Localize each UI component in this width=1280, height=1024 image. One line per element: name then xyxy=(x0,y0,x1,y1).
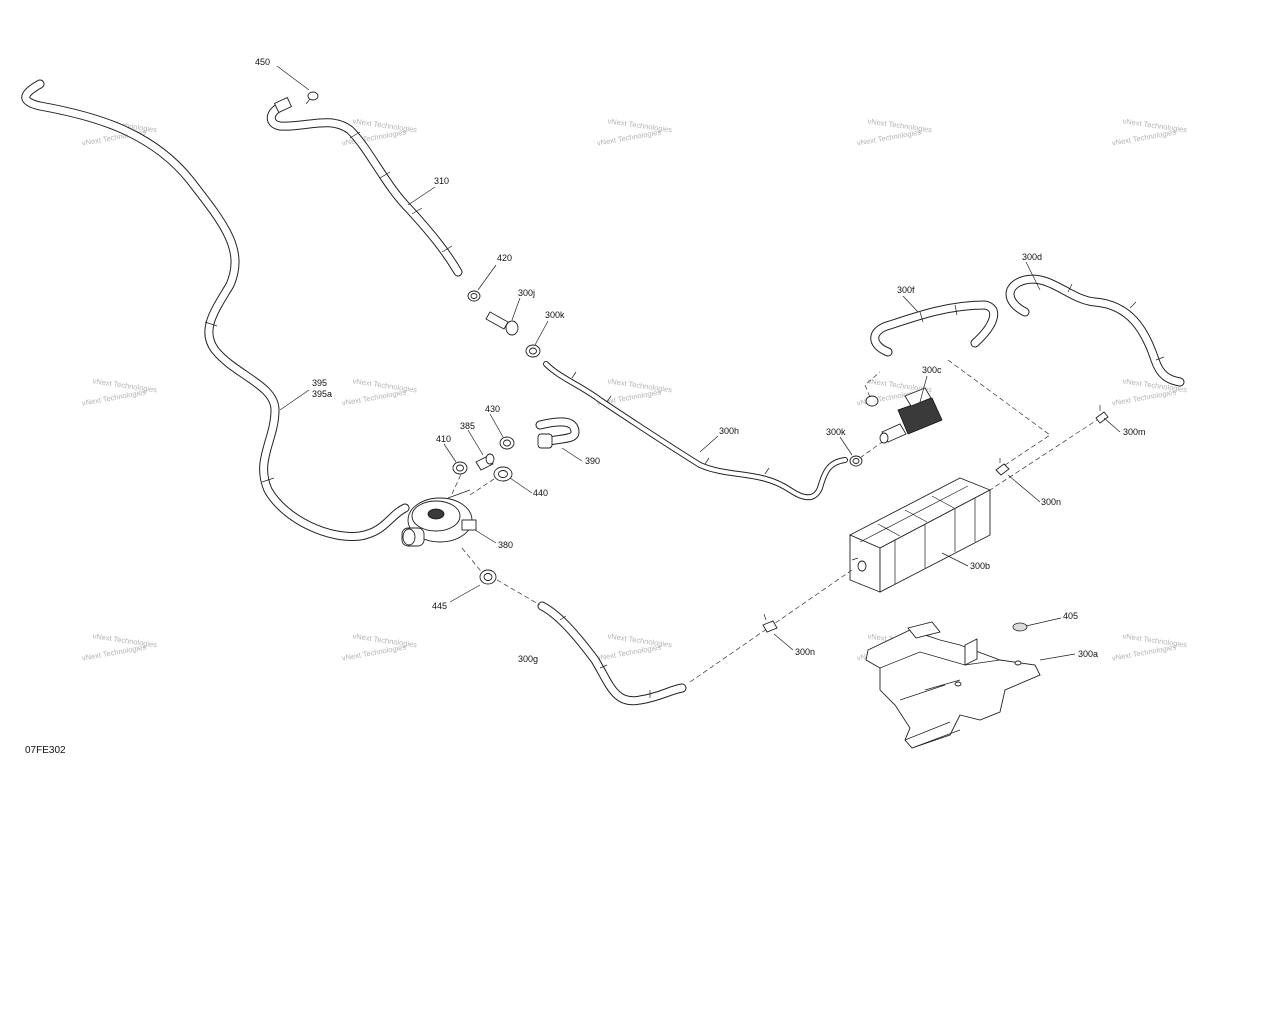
fitting-385 xyxy=(475,453,495,471)
watermark-text: vNext Technologies xyxy=(596,127,662,147)
callout-300g: 300g xyxy=(518,654,538,664)
watermark-text: vNext Technologies xyxy=(81,387,147,407)
callout-445: 445 xyxy=(432,601,447,611)
clip-300m xyxy=(1095,405,1109,424)
valve-300c xyxy=(865,387,943,444)
callout-385: 385 xyxy=(460,421,475,431)
callout-440: 440 xyxy=(533,488,548,498)
dash-pump-440 xyxy=(469,474,501,496)
callout-410: 410 xyxy=(436,434,451,444)
dash-300m-canister xyxy=(989,417,1101,491)
clamp-300k-mid xyxy=(849,455,863,467)
pump-380 xyxy=(401,489,477,547)
leader-lines xyxy=(276,65,1121,661)
callout-380: 380 xyxy=(498,540,513,550)
hose-390 xyxy=(535,417,580,449)
watermark-text: vNext Technologies xyxy=(856,127,922,147)
callout-390: 390 xyxy=(585,456,600,466)
watermark-text: vNext Technologies xyxy=(1111,642,1177,662)
watermark-text: vNext Technologies xyxy=(1111,127,1177,147)
clamp-440 xyxy=(493,466,513,482)
watermark-text: vNext Technologies xyxy=(596,642,662,662)
callout-430: 430 xyxy=(485,404,500,414)
callout-300h: 300h xyxy=(719,426,739,436)
callout-300d: 300d xyxy=(1022,252,1042,262)
callout-310: 310 xyxy=(434,176,449,186)
clip-450 xyxy=(305,91,319,105)
dash-300k-300c xyxy=(859,439,886,459)
callout-300k-top: 300k xyxy=(545,310,565,320)
canister-300b xyxy=(848,477,992,593)
callout-300b: 300b xyxy=(970,561,990,571)
watermark-text: vNext Technologies xyxy=(341,642,407,662)
callout-300m: 300m xyxy=(1123,427,1146,437)
clamp-445 xyxy=(479,569,497,585)
bracket-300a xyxy=(865,621,1041,749)
hose-300d xyxy=(1005,274,1185,387)
clip-300n-lower xyxy=(762,613,778,633)
connector-300j xyxy=(485,311,519,336)
callout-300f: 300f xyxy=(897,285,915,295)
clip-300n-upper xyxy=(995,458,1010,476)
fastener-405 xyxy=(1012,622,1028,632)
clamp-300k-top xyxy=(525,344,541,358)
watermark-text: vNext Technologies xyxy=(341,387,407,407)
callout-300n-low: 300n xyxy=(795,647,815,657)
callout-300a: 300a xyxy=(1078,649,1098,659)
dash-pump-410 xyxy=(451,471,463,495)
callout-300j: 300j xyxy=(518,288,535,298)
dash-300c-300f xyxy=(864,371,881,398)
clamp-410 xyxy=(452,461,468,475)
clamp-430 xyxy=(499,436,515,450)
callout-300k-mid: 300k xyxy=(826,427,846,437)
callout-405: 405 xyxy=(1063,611,1078,621)
hose-300f xyxy=(870,300,999,357)
clamp-420 xyxy=(467,290,481,302)
callout-450: 450 xyxy=(255,57,270,67)
callout-labels: 450 310 420 300j 300k 300d 300f 300c 300… xyxy=(255,57,1146,664)
callout-395: 395 xyxy=(312,378,327,388)
callout-300c: 300c xyxy=(922,365,942,375)
callout-420: 420 xyxy=(497,253,512,263)
dash-pump-300g xyxy=(461,547,541,606)
callout-395a: 395a xyxy=(312,389,332,399)
hose-300g xyxy=(537,601,687,706)
hose-310 xyxy=(266,96,463,277)
watermark-text: vNext Technologies xyxy=(81,642,147,662)
hose-300h xyxy=(543,361,848,501)
watermark-layer: vNext Technologies vNext Technologies vNex… xyxy=(81,116,1188,662)
figure-code: 07FE302 xyxy=(25,745,66,756)
callout-300n-mid: 300n xyxy=(1041,497,1061,507)
hose-395 xyxy=(21,79,410,541)
watermark-text: vNext Technologies xyxy=(1111,387,1177,407)
dash-300d-canister xyxy=(947,359,1051,466)
